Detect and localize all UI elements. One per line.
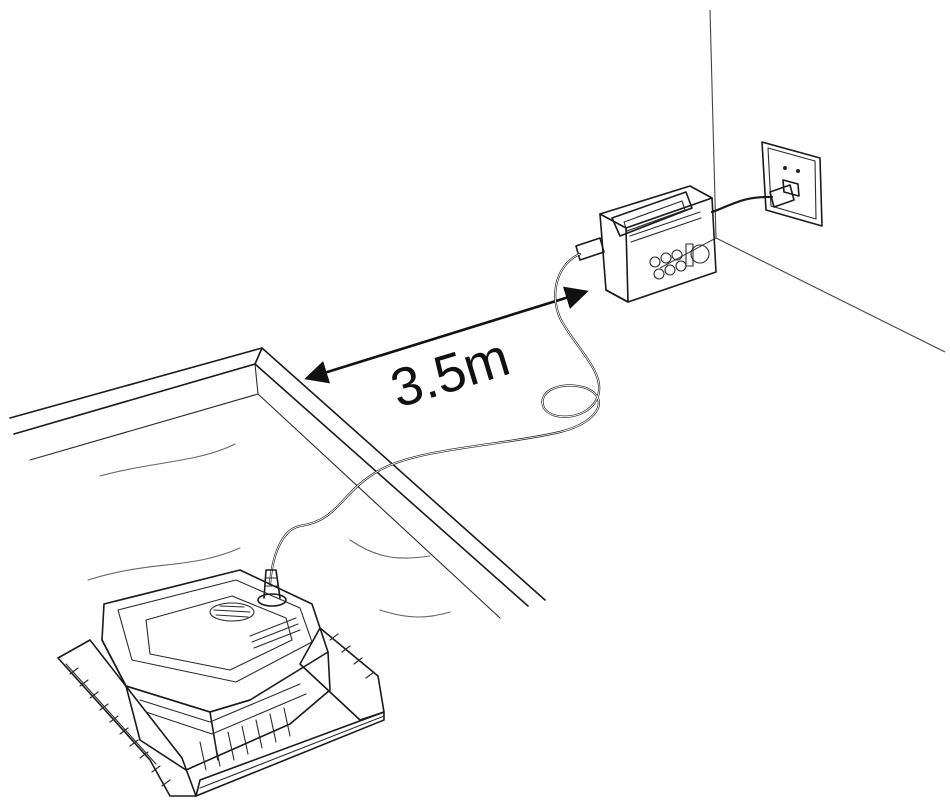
distance-label: 3.5m — [384, 327, 516, 419]
control-buttons — [649, 243, 710, 280]
power-plug — [710, 184, 795, 214]
pool-cleaner-robot — [57, 569, 385, 797]
wall-socket — [761, 141, 823, 227]
room-corner — [659, 9, 946, 353]
cable-connector — [575, 237, 605, 261]
water-waves — [87, 443, 451, 618]
distance-arrow — [304, 286, 589, 384]
power-cable — [268, 252, 601, 586]
power-supply-box — [599, 185, 717, 303]
pool-edge — [9, 347, 546, 619]
